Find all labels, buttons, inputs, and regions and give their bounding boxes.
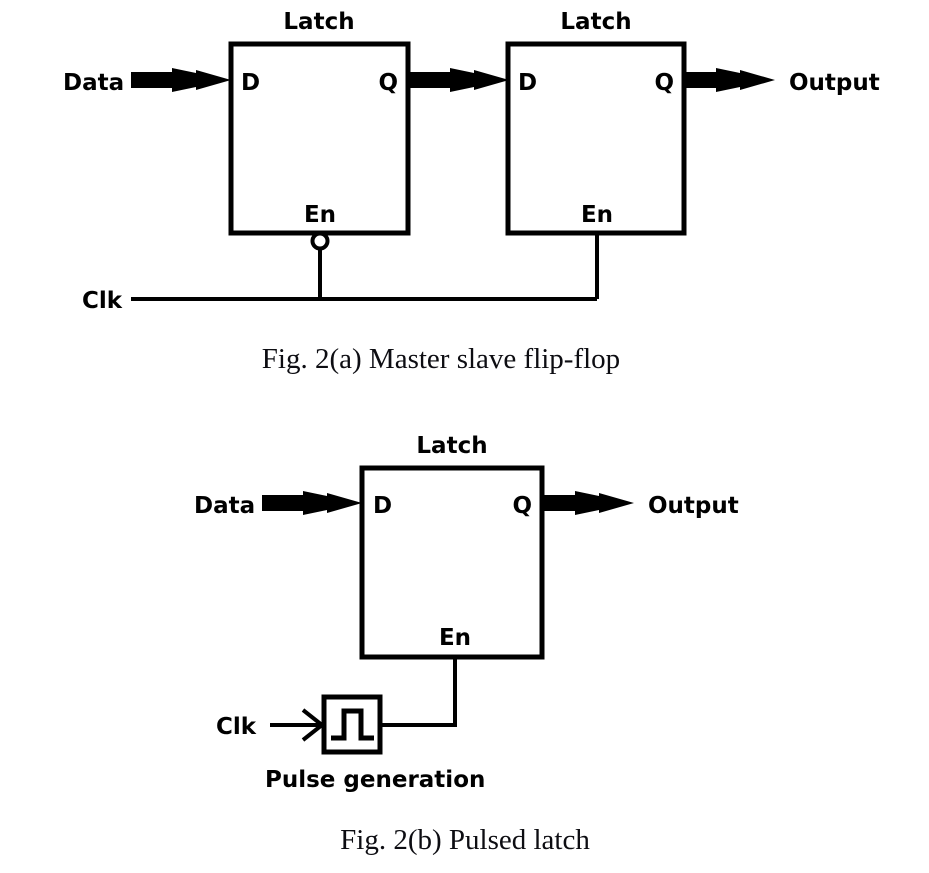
caption-figure-2b: Fig. 2(b) Pulsed latch [340,824,590,856]
clock-input-arrowhead-icon [301,708,326,742]
data-input-label-b: Data [194,493,255,519]
output-arrow-a [685,68,775,92]
data-input-label-a: Data [63,70,124,96]
pulse-generator-box [321,694,383,755]
clock-label-a: Clk [82,288,123,314]
panel-b-pulsed-latch: Latch D Q En Data Output Clk [194,433,739,856]
master-latch-port-en: En [304,202,336,228]
master-latch-title: Latch [283,9,354,35]
pulsed-latch-port-q: Q [512,493,532,519]
master-to-slave-arrow [409,68,509,92]
pulsed-latch-port-en: En [439,625,471,651]
slave-latch-port-en: En [581,202,613,228]
data-input-arrow-a [131,68,231,92]
slave-latch-port-q: Q [654,70,674,96]
slave-latch-title: Latch [560,9,631,35]
master-enable-inversion-bubble [310,231,330,251]
slave-latch-box [505,41,687,236]
output-label-b: Output [648,493,739,519]
pulsed-latch-box [359,465,545,660]
master-latch-port-d: D [241,70,260,96]
pulse-waveform-icon [331,708,374,741]
panel-a-master-slave-flip-flop: Latch D Q En Data Latch D Q En [63,9,880,375]
pulse-generator-label: Pulse generation [265,767,485,793]
pulse-to-enable-wire [380,657,457,727]
pulsed-latch-title: Latch [416,433,487,459]
data-input-arrow-b [262,491,362,515]
caption-figure-2a: Fig. 2(a) Master slave flip-flop [262,343,620,375]
output-arrow-b [543,491,634,515]
master-latch-port-q: Q [378,70,398,96]
output-label-a: Output [789,70,880,96]
slave-latch-port-d: D [518,70,537,96]
clock-label-b: Clk [216,714,257,740]
pulsed-latch-port-d: D [373,493,392,519]
master-latch-box [228,41,411,236]
